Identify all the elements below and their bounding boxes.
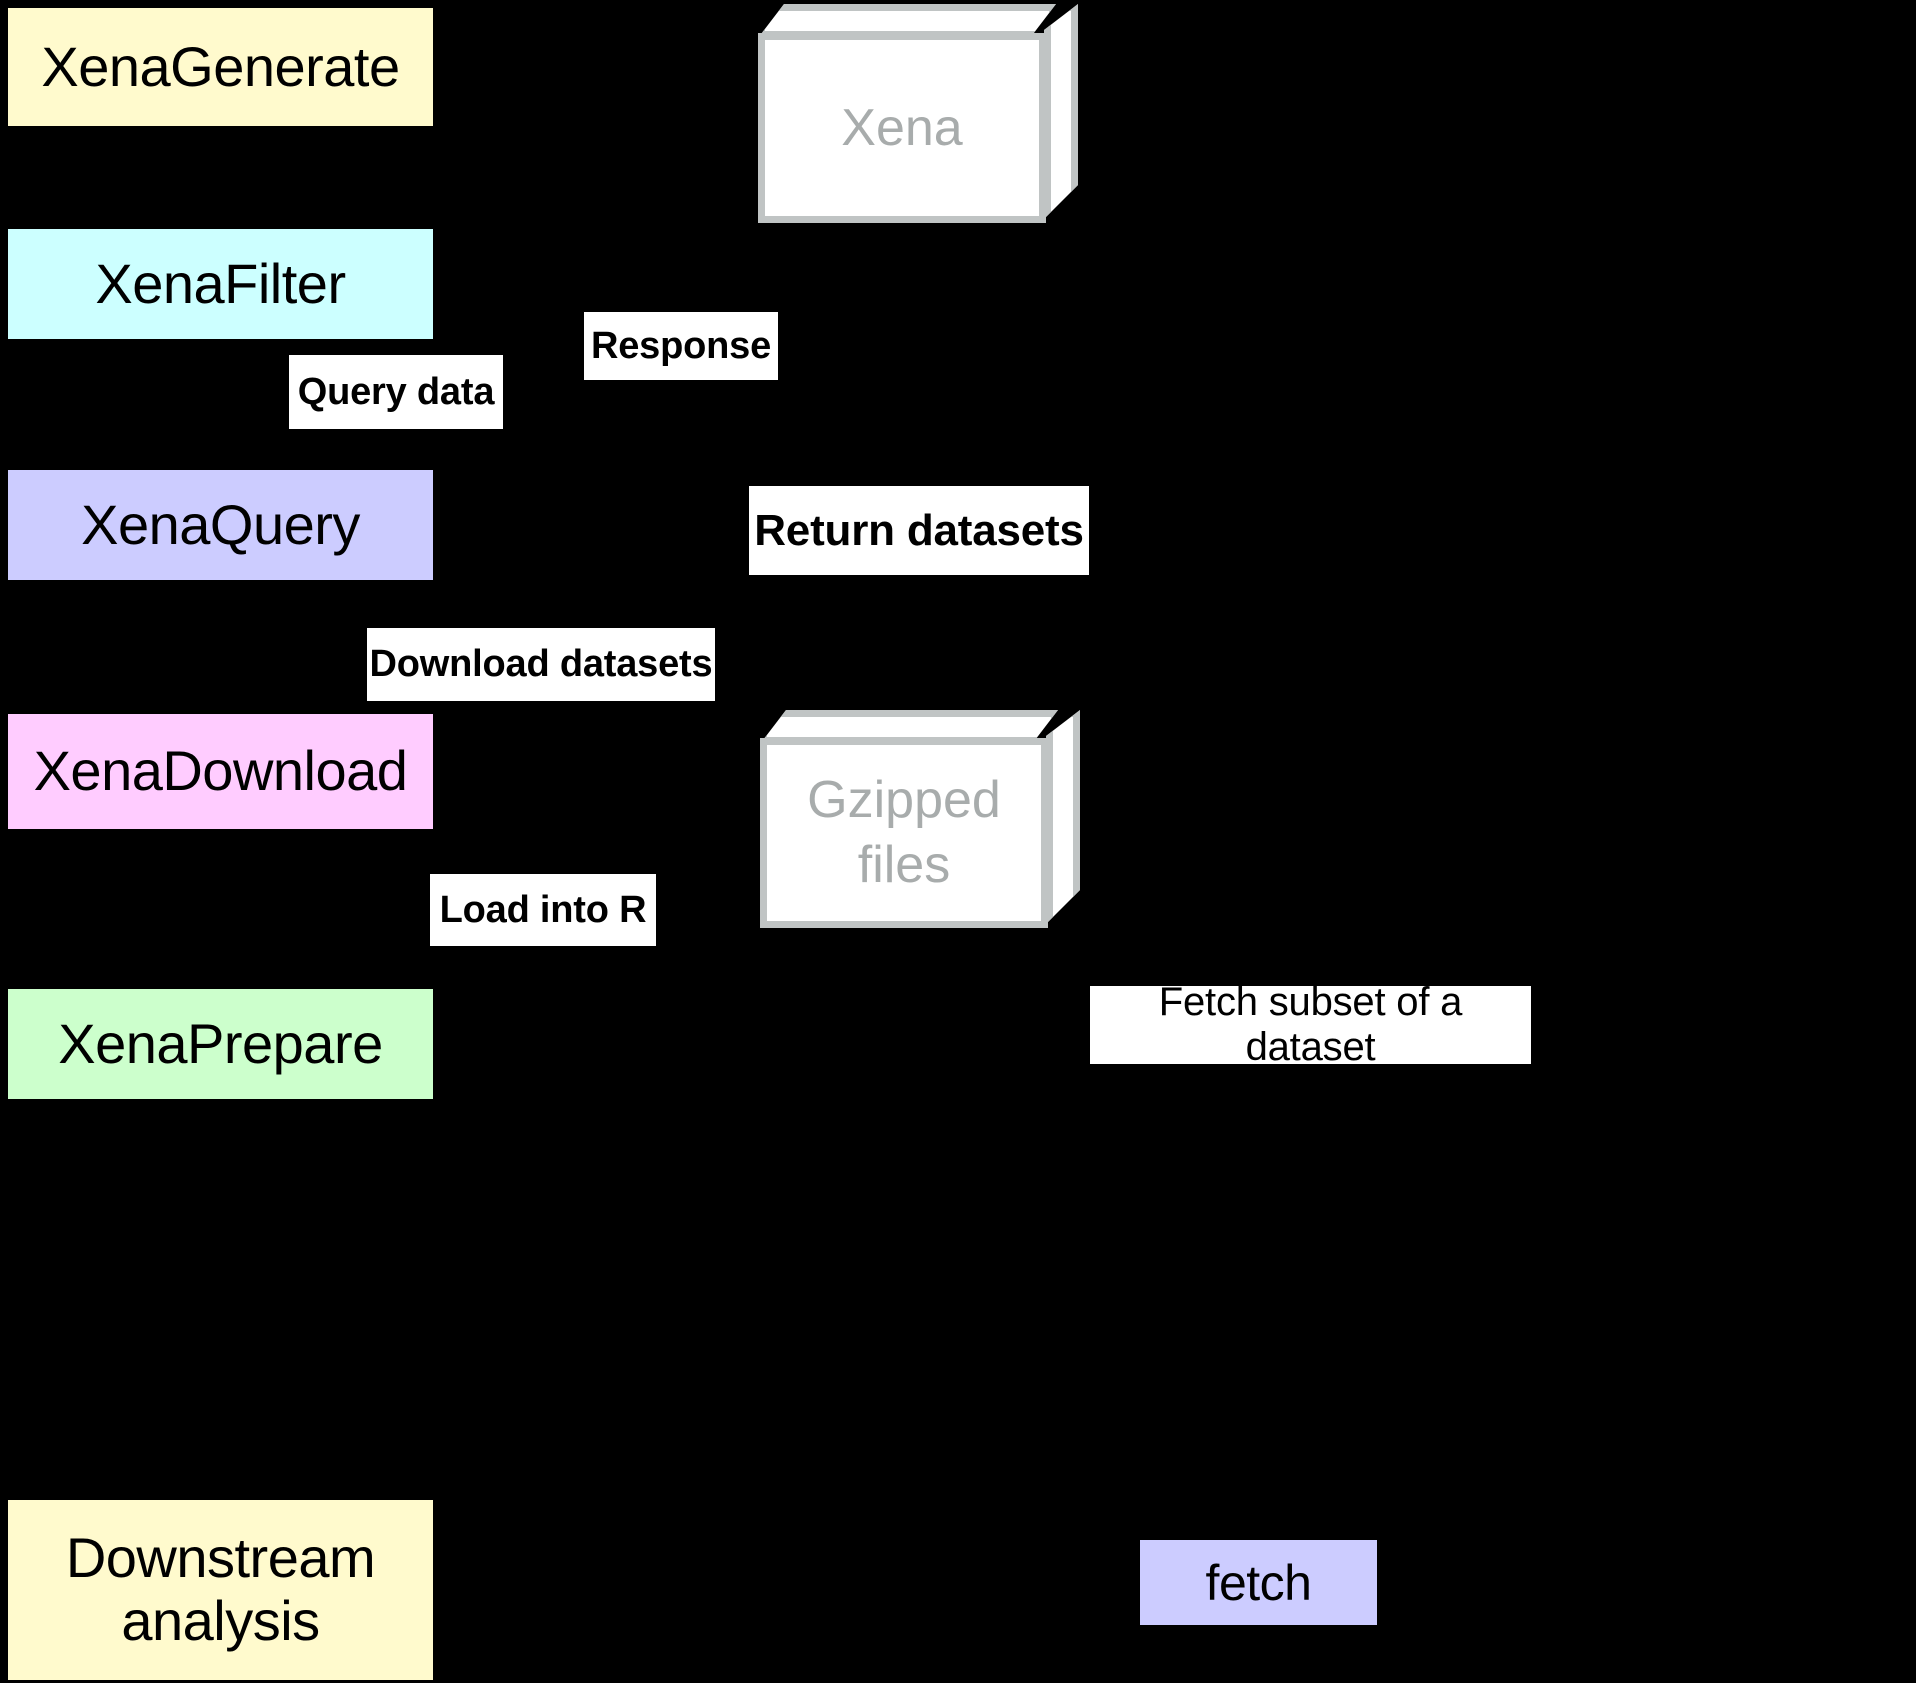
store-label-xena: Xena: [841, 98, 963, 157]
edge-label-load-into-r: Load into R: [430, 874, 656, 946]
edge-label-text-load-into-r: Load into R: [439, 888, 647, 931]
edge-label-text-response: Response: [590, 324, 771, 367]
cube-front-face-xena: [758, 33, 1046, 223]
node-label-fetch: fetch: [1205, 1554, 1312, 1611]
edge-label-text-return-datasets: Return datasets: [754, 505, 1084, 555]
node-label-xena-download: XenaDownload: [33, 739, 408, 803]
store-xena: Xena: [758, 4, 1078, 223]
node-label-downstream-analysis: Downstream analysis: [65, 1526, 376, 1652]
node-downstream-analysis[interactable]: Downstream analysis: [8, 1500, 433, 1680]
cube-side-face-xena: [1044, 4, 1078, 219]
edge-label-text-fetch-subset: Fetch subset of a dataset: [1158, 980, 1463, 1069]
store-label-gzipped-files: Gzipped files: [807, 771, 1001, 894]
node-fetch[interactable]: fetch: [1140, 1540, 1377, 1625]
store-gzipped-files: Gzipped files: [760, 710, 1080, 928]
cube-front-face-gzipped: [760, 738, 1048, 928]
edge-label-return-datasets: Return datasets: [749, 486, 1089, 575]
node-label-xena-prepare: XenaPrepare: [58, 1011, 383, 1075]
edge-label-text-download-datasets: Download datasets: [369, 643, 713, 686]
edge-label-text-query-data: Query data: [297, 370, 495, 413]
node-label-xena-generate: XenaGenerate: [41, 34, 400, 98]
node-xena-download[interactable]: XenaDownload: [8, 714, 433, 829]
edge-label-response: Response: [584, 312, 778, 380]
node-xena-query[interactable]: XenaQuery: [8, 470, 433, 580]
node-label-xena-query: XenaQuery: [81, 492, 360, 556]
node-xena-filter[interactable]: XenaFilter: [8, 229, 433, 339]
node-xena-prepare[interactable]: XenaPrepare: [8, 989, 433, 1099]
node-xena-generate[interactable]: XenaGenerate: [8, 8, 433, 126]
node-label-xena-filter: XenaFilter: [95, 251, 346, 315]
edge-label-query-data: Query data: [289, 355, 503, 429]
cube-side-face-gzipped: [1046, 710, 1080, 924]
edge-label-download-datasets: Download datasets: [367, 628, 715, 701]
edge-label-fetch-subset: Fetch subset of a dataset: [1090, 980, 1531, 1069]
